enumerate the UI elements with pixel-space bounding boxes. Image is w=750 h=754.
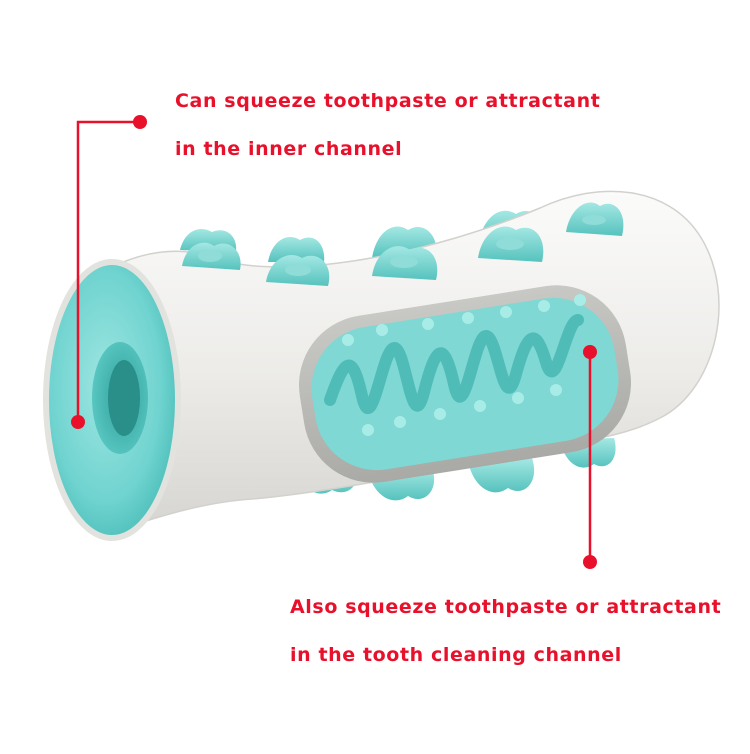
inner-channel-caption-line1: Can squeeze toothpaste or attractant <box>175 90 601 112</box>
tooth-channel-caption-line1: Also squeeze toothpaste or attractant <box>290 596 722 618</box>
front-spikes <box>182 202 624 286</box>
callout-inner-channel <box>71 115 147 429</box>
tooth-channel-caption-line2: in the tooth cleaning channel <box>290 644 622 666</box>
tooth-cleaning-channel <box>298 285 632 483</box>
inner-channel-caption-line2: in the inner channel <box>175 138 403 160</box>
end-cap <box>43 259 181 541</box>
callout-tooth-cleaning-channel <box>583 345 597 569</box>
